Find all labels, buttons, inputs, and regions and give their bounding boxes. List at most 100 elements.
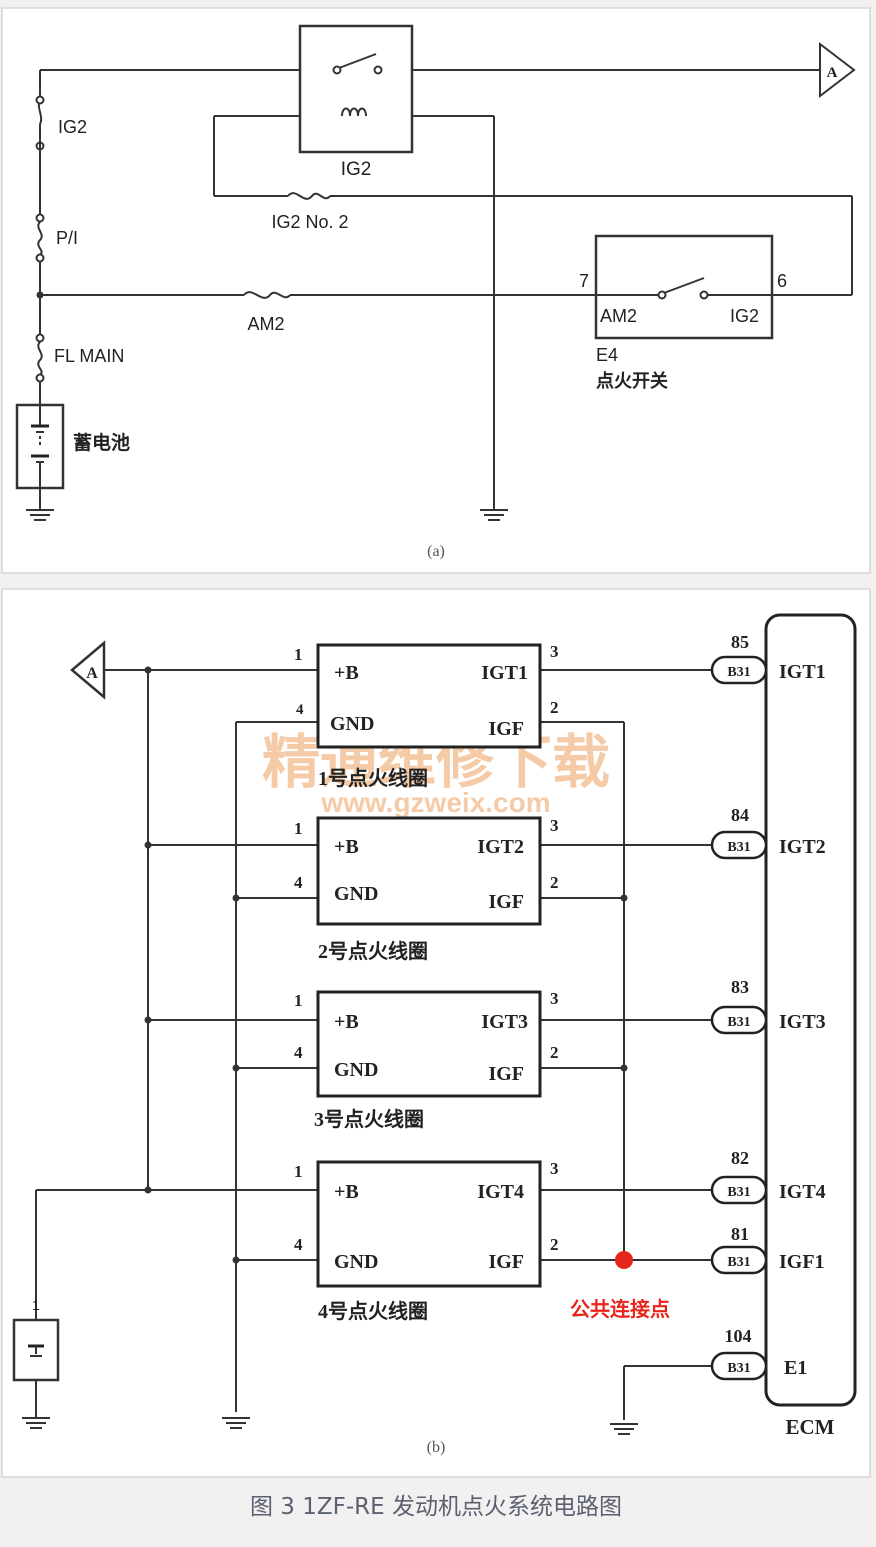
coil-label: 2号点火线圈 — [318, 939, 428, 963]
svg-text:B31: B31 — [727, 665, 750, 680]
svg-text:+B: +B — [334, 662, 359, 684]
switch-pin-out: 6 — [777, 271, 787, 291]
fuse-label-am2: AM2 — [247, 314, 284, 334]
svg-text:A: A — [827, 65, 838, 81]
switch-connector-label: E4 — [596, 345, 618, 365]
svg-text:IGF: IGF — [488, 1063, 524, 1085]
ground-symbol — [610, 1423, 638, 1435]
svg-text:81: 81 — [731, 1224, 749, 1244]
watermark-url: www.gzweix.com — [320, 787, 550, 818]
svg-text:2: 2 — [550, 1043, 559, 1062]
svg-text:E1: E1 — [784, 1357, 807, 1379]
svg-text:IGT1: IGT1 — [779, 661, 826, 683]
svg-text:1: 1 — [294, 819, 303, 838]
off-page-connector-a: A — [819, 41, 856, 99]
svg-text:4: 4 — [294, 1043, 303, 1062]
svg-text:+B: +B — [334, 1181, 359, 1203]
svg-text:2: 2 — [550, 1235, 559, 1254]
svg-text:3: 3 — [550, 1159, 559, 1178]
svg-text:IGF: IGF — [488, 891, 524, 913]
ground-symbol — [22, 1380, 50, 1429]
panel-b-wiring — [22, 666, 712, 1435]
switch-terminal-ig2: IG2 — [730, 306, 759, 326]
svg-text:4: 4 — [296, 702, 304, 718]
svg-text:GND: GND — [334, 883, 378, 905]
svg-text:GND: GND — [334, 1059, 378, 1081]
ig2-relay: IG2 — [298, 24, 414, 180]
svg-text:IGT3: IGT3 — [779, 1011, 826, 1033]
switch-terminal-am2: AM2 — [600, 306, 637, 326]
svg-text:IGT4: IGT4 — [477, 1181, 524, 1203]
common-point-label: 公共连接点 — [570, 1297, 670, 1321]
svg-text:GND: GND — [334, 1251, 378, 1273]
ignition-switch-e4: 7 6 AM2 IG2 E4 点火开关 — [579, 234, 787, 391]
fuse-label-fl-main: FL MAIN — [54, 346, 124, 366]
fuse-label-ig2: IG2 — [58, 117, 87, 137]
svg-text:3: 3 — [550, 816, 559, 835]
svg-text:A: A — [86, 665, 98, 682]
ecm-label: ECM — [786, 1415, 835, 1439]
svg-text:1: 1 — [294, 645, 303, 664]
battery-b: 1 — [12, 1297, 60, 1382]
ecm-terminal-e1: B31 104 E1 — [710, 1326, 807, 1381]
svg-text:4: 4 — [294, 873, 303, 892]
svg-text:IGF: IGF — [488, 1251, 524, 1273]
svg-text:2: 2 — [550, 873, 559, 892]
svg-text:+B: +B — [334, 836, 359, 858]
svg-text:3: 3 — [550, 642, 559, 661]
svg-text:IGT2: IGT2 — [477, 836, 524, 858]
off-page-connector-a-in: A — [70, 640, 106, 700]
coil-label: 1号点火线圈 — [318, 766, 428, 790]
ignition-coil-1: +B GND IGT1 IGF 1 4 3 2 1号点火线圈 — [294, 642, 559, 790]
battery: 蓄电池 — [15, 403, 130, 490]
ecm: ECM B31 85 IGT1 B31 84 IGT2 B31 83 IGT3 … — [710, 613, 857, 1439]
relay-coil — [341, 107, 367, 117]
ground-symbol — [222, 1417, 250, 1429]
ecm-terminal-igt1: B31 85 IGT1 — [710, 632, 826, 685]
svg-text:IGT4: IGT4 — [779, 1181, 826, 1203]
svg-text:1: 1 — [294, 991, 303, 1010]
ecm-terminal-igf1: B31 81 IGF1 — [710, 1224, 825, 1275]
panel-b-sublabel: (b) — [427, 1439, 446, 1456]
switch-name-label: 点火开关 — [596, 370, 668, 391]
ground-symbol — [480, 509, 508, 521]
svg-text:3: 3 — [550, 989, 559, 1008]
svg-text:IGF: IGF — [488, 718, 524, 740]
switch-pin-in: 7 — [579, 271, 589, 291]
ecm-terminal-igt4: B31 82 IGT4 — [710, 1148, 826, 1205]
svg-text:4: 4 — [294, 1235, 303, 1254]
ecm-terminal-igt3: B31 83 IGT3 — [710, 977, 826, 1035]
battery-label: 蓄电池 — [73, 431, 130, 454]
ecm-terminal-igt2: B31 84 IGT2 — [710, 805, 826, 860]
svg-text:B31: B31 — [727, 1255, 750, 1270]
svg-text:IGT3: IGT3 — [481, 1011, 528, 1033]
svg-text:104: 104 — [725, 1326, 752, 1346]
svg-text:B31: B31 — [727, 1015, 750, 1030]
ignition-coil-2: +B GND IGT2 IGF 1 4 3 2 2号点火线圈 — [294, 816, 559, 963]
panel-a-sublabel: (a) — [427, 543, 445, 560]
svg-text:82: 82 — [731, 1148, 749, 1168]
svg-text:B31: B31 — [727, 1361, 750, 1376]
ignition-coil-4: +B GND IGT4 IGF 1 4 3 2 4号点火线圈 — [294, 1159, 559, 1323]
svg-text:IGF1: IGF1 — [779, 1251, 825, 1273]
svg-text:GND: GND — [330, 713, 374, 735]
ignition-coil-3: +B GND IGT3 IGF 1 4 3 2 3号点火线圈 — [294, 989, 559, 1131]
common-connection-point: 公共连接点 — [570, 1251, 670, 1321]
svg-text:B31: B31 — [727, 840, 750, 855]
figure-caption: 图 3 1ZF-RE 发动机点火系统电路图 — [250, 1494, 622, 1520]
relay-switch-contact — [332, 53, 383, 75]
fuse-label-pi: P/I — [56, 228, 78, 248]
svg-text:1: 1 — [294, 1162, 303, 1181]
relay-label: IG2 — [341, 159, 372, 180]
coil-label: 3号点火线圈 — [314, 1107, 424, 1131]
fuse-label-ig2-no2: IG2 No. 2 — [271, 212, 348, 232]
svg-text:84: 84 — [731, 805, 749, 825]
coil-label: 4号点火线圈 — [318, 1299, 428, 1323]
svg-text:85: 85 — [731, 632, 749, 652]
svg-text:IGT1: IGT1 — [481, 662, 528, 684]
svg-text:2: 2 — [550, 698, 559, 717]
svg-text:IGT2: IGT2 — [779, 836, 826, 858]
svg-text:83: 83 — [731, 977, 749, 997]
battery-pin-label: 1 — [32, 1297, 40, 1313]
